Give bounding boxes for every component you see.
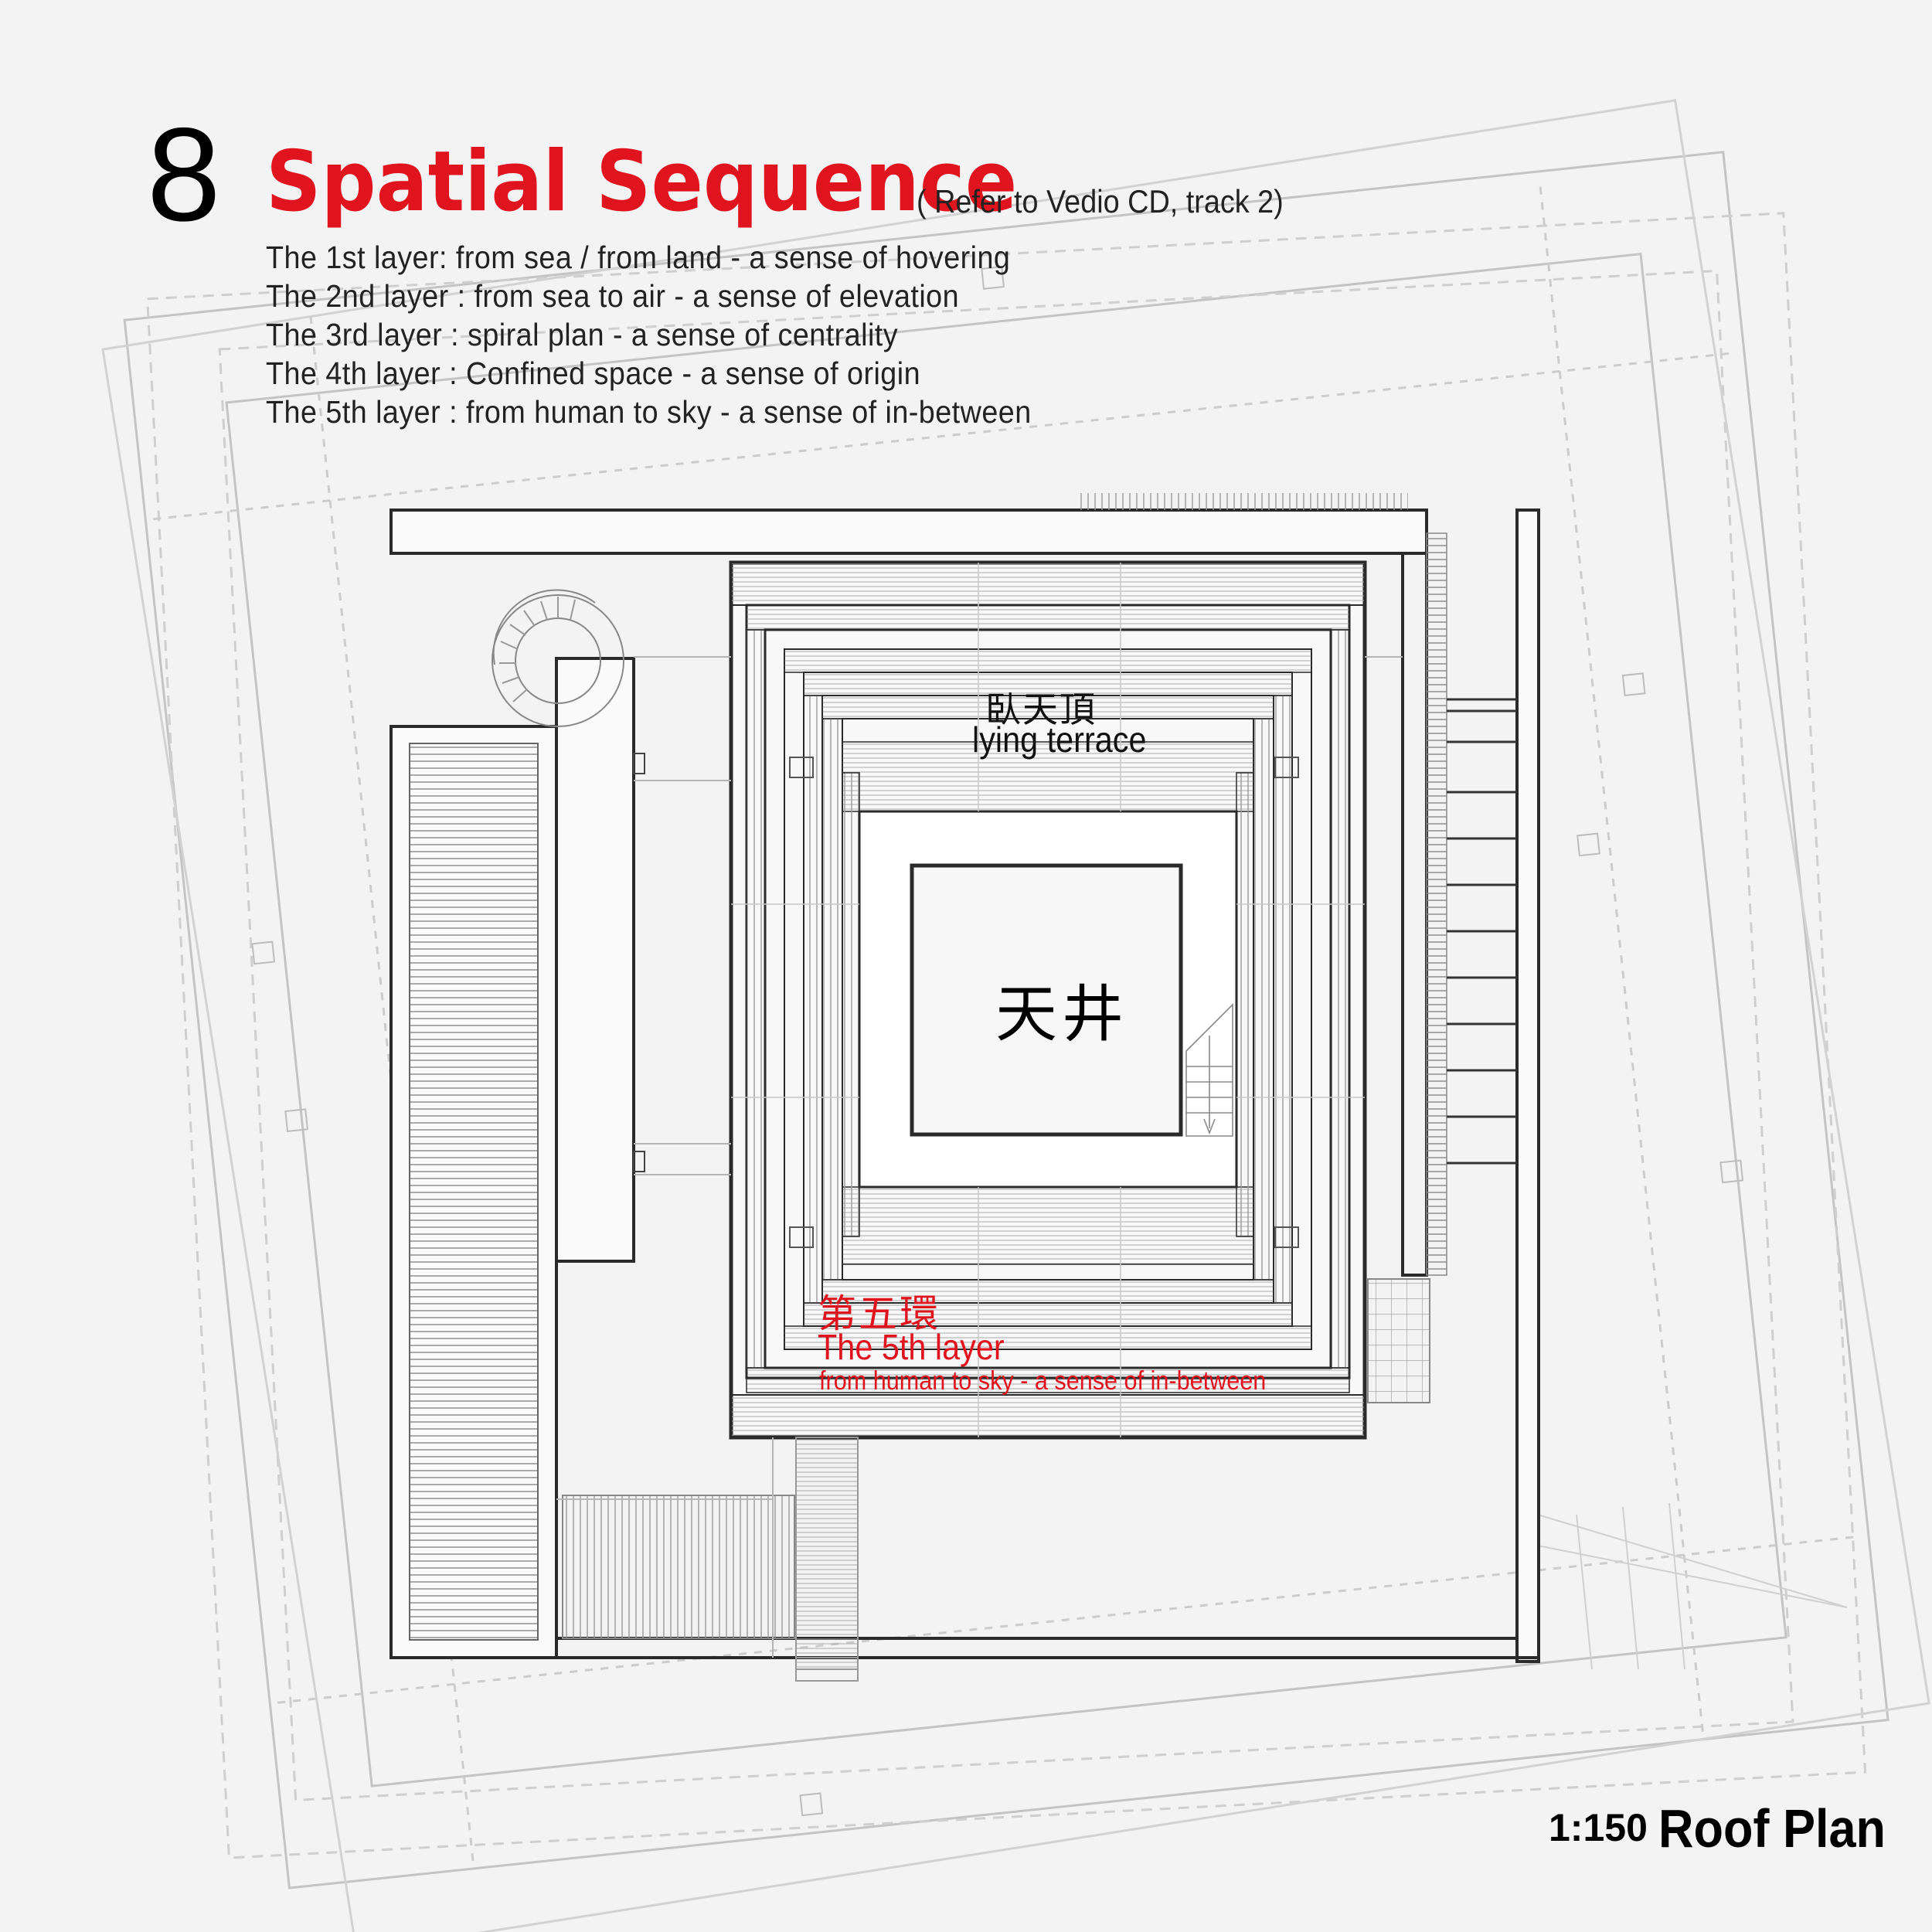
fifth-layer-label: The 5th layer [818,1327,1005,1367]
top-edge-hatch [1076,493,1408,510]
courtyard-label: 天井 [995,978,1128,1050]
thin-lines [556,656,1403,1682]
grid-panel [1367,1278,1430,1403]
reference-note: ( Refer to Vedio CD, track 2) [917,183,1284,219]
layer-item: The 2nd layer : from sea to air - a sens… [266,278,960,314]
layer-item: The 3rd layer : spiral plan - a sense of… [266,317,899,352]
lying-terrace-label: lying terrace [972,719,1147,760]
layer-item: The 5th layer : from human to sky - a se… [266,394,1032,430]
lying-terrace-chinese-label: 臥天頂 [985,689,1097,730]
interior-stair [1185,1003,1233,1137]
lower-left-hatch [562,1495,795,1639]
fifth-layer-chinese-label: 第五環 [818,1291,940,1336]
plan-title: Roof Plan [1658,1798,1886,1859]
small-connector-boxes [633,753,645,1172]
fifth-layer-description: from human to sky - a sense of in-betwee… [819,1366,1267,1396]
left-hatched-strip [409,743,539,1641]
drawing-scale: 1:150 [1549,1806,1648,1849]
layer-list: The 1st layer: from sea / from land - a … [266,238,1098,431]
spiral-stair [492,589,624,727]
layer-item: The 4th layer : Confined space - a sense… [266,355,921,391]
page-title: Spatial Sequence [266,134,1018,230]
layer-item: The 1st layer: from sea / from land - a … [266,240,1011,275]
concentric-rings [729,560,1367,1440]
sheet-number: 8 [147,100,221,249]
right-bridge [1426,532,1517,1276]
